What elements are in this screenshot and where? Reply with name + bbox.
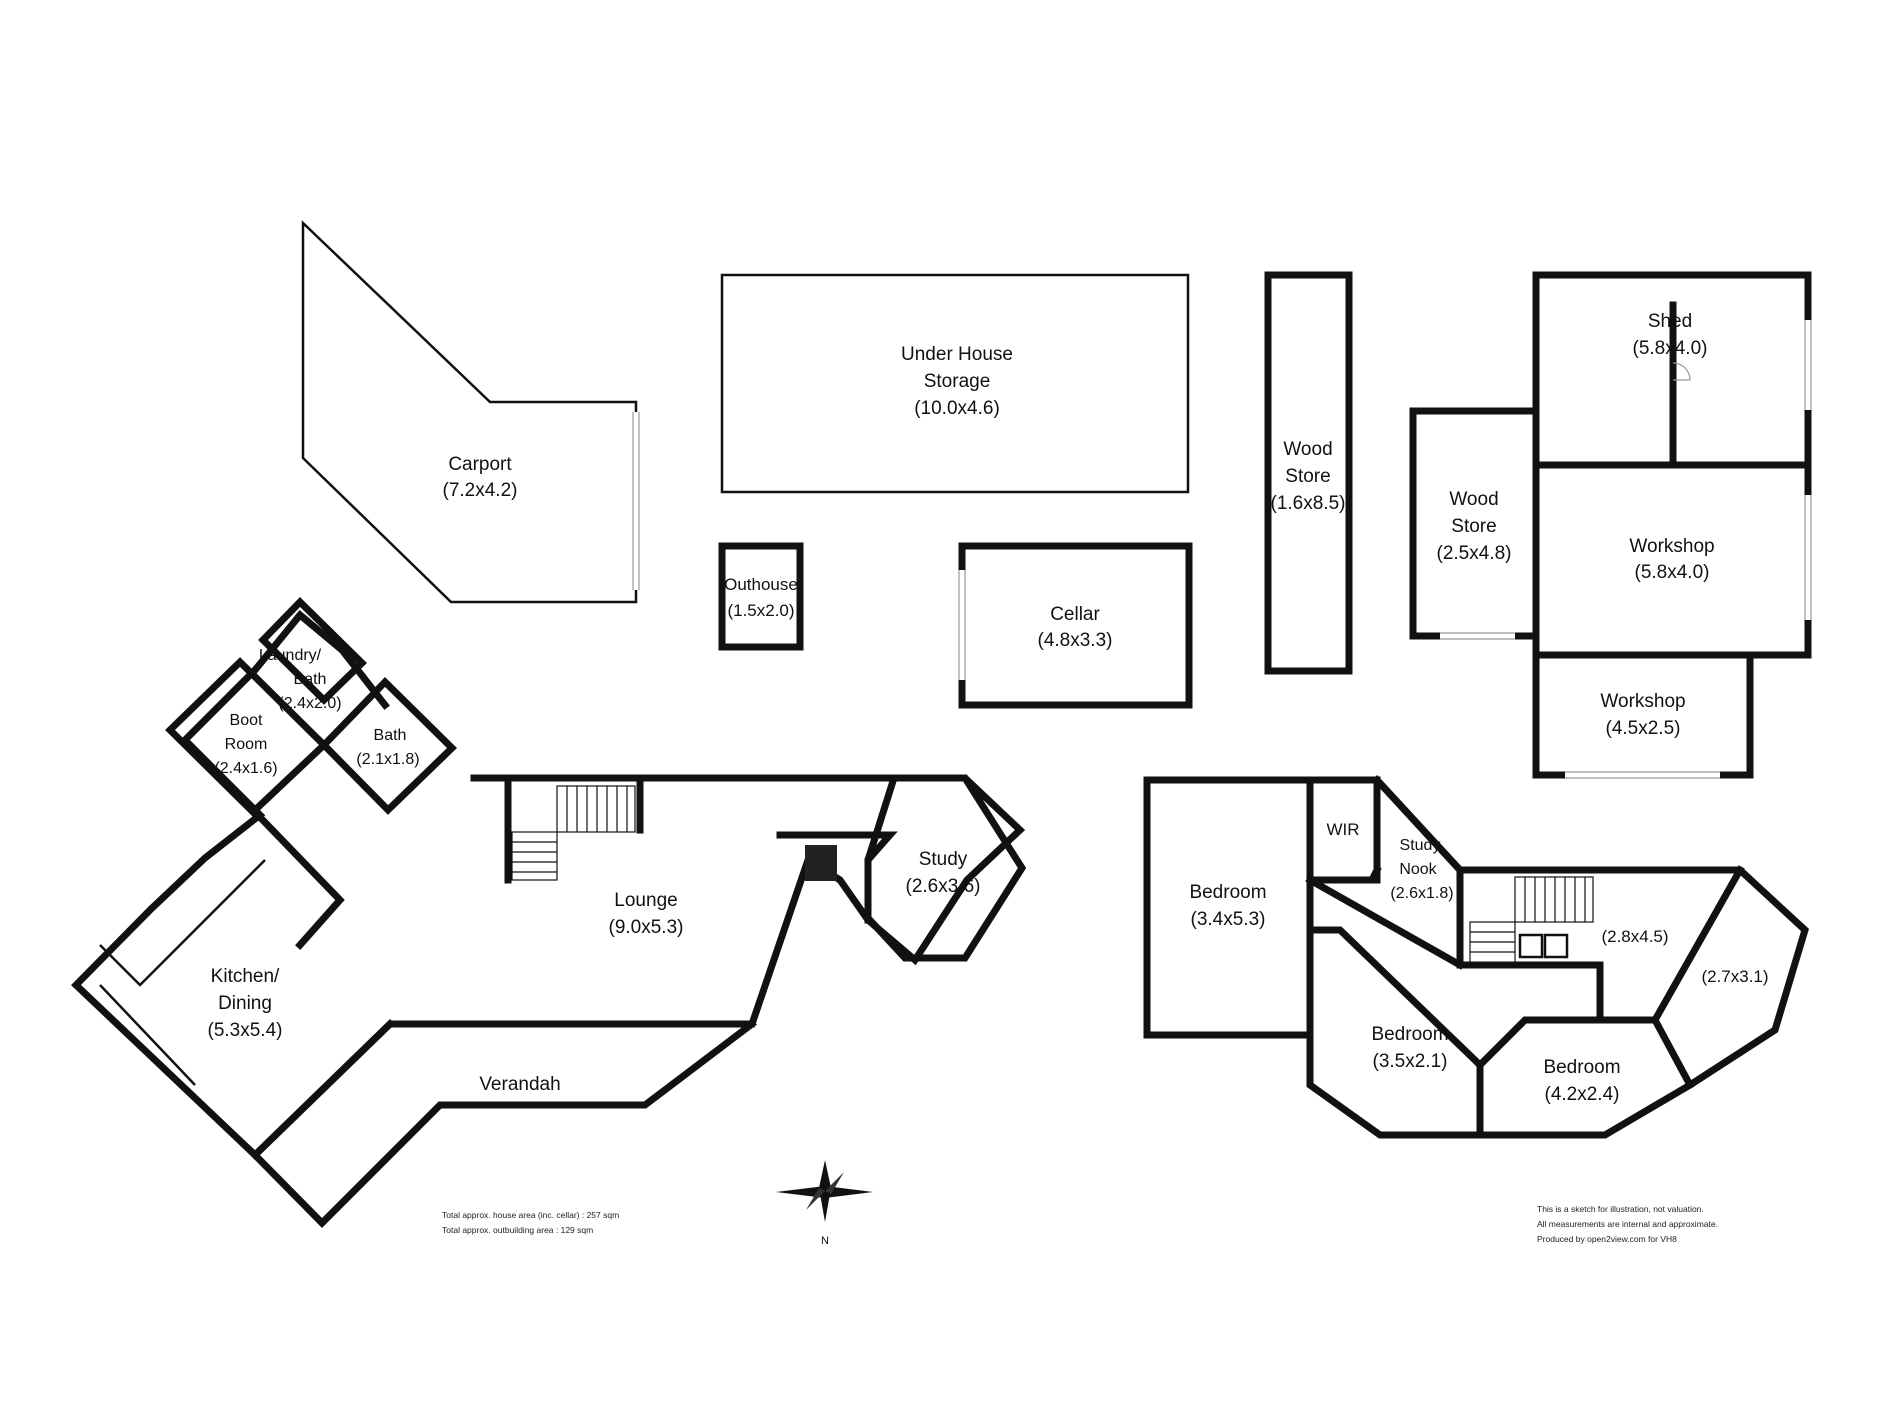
workshop-1-name: Workshop <box>1629 536 1714 557</box>
workshop-2-name: Workshop <box>1600 691 1685 712</box>
staircase-lounge <box>511 785 636 881</box>
kitchen-dining-dims: (5.3x5.4) <box>208 1020 283 1041</box>
under-house-storage-dims: (10.0x4.6) <box>914 398 1000 419</box>
lounge-name: Lounge <box>614 890 677 911</box>
outhouse-name: Outhouse <box>724 575 798 594</box>
disclaimer-line-2: All measurements are internal and approx… <box>1537 1219 1718 1229</box>
bedroom-2-name: Bedroom <box>1371 1024 1448 1045</box>
wir-name: WIR <box>1326 820 1359 839</box>
main-house: Lounge (9.0x5.3) Study (2.6x3.6) Kitchen… <box>71 597 1027 1228</box>
wood-store-name-1: Wood <box>1449 489 1498 510</box>
bedroom-1-name: Bedroom <box>1189 882 1266 903</box>
bath-name: Bath <box>374 727 407 744</box>
carport: Carport (7.2x4.2) <box>301 220 640 604</box>
under-house-storage-name-1: Under House <box>901 344 1013 365</box>
verandah-name: Verandah <box>479 1074 560 1095</box>
shed-workshop-complex: Shed (5.8x4.0) Workshop (5.8x4.0) Wood S… <box>1409 271 1812 779</box>
study-nook-name-1: Study <box>1400 837 1441 854</box>
outhouse-dims: (1.5x2.0) <box>727 601 794 620</box>
cellar-name: Cellar <box>1050 604 1100 625</box>
under-house-storage-name-2: Storage <box>924 371 991 392</box>
bath-dims: (2.1x1.8) <box>356 751 419 768</box>
workshop-1-dims: (5.8x4.0) <box>1635 562 1710 583</box>
bedroom-3-name: Bedroom <box>1543 1057 1620 1078</box>
workshop-2-dims: (4.5x2.5) <box>1606 718 1681 739</box>
wood-store-name-2: Store <box>1451 516 1496 537</box>
outhouse: Outhouse (1.5x2.0) <box>718 542 804 651</box>
staircase-upper <box>1469 876 1594 966</box>
study-nook-dims: (2.6x1.8) <box>1390 885 1453 902</box>
laundry-bath-name-1: Laundry/ <box>259 647 322 664</box>
bedroom-2-dims: (3.5x2.1) <box>1373 1051 1448 1072</box>
disclaimer-line-3: Produced by open2view.com for VH8 <box>1537 1234 1677 1244</box>
carport-name: Carport <box>448 454 512 475</box>
area-outbuilding-note: Total approx. outbuilding area : 129 sqm <box>442 1225 593 1235</box>
kitchen-dining-name-2: Dining <box>218 993 272 1014</box>
carport-dims: (7.2x4.2) <box>443 480 518 501</box>
laundry-bath-name-2: Bath <box>294 671 327 688</box>
room-28x45-dims: (2.8x4.5) <box>1601 927 1668 946</box>
disclaimer-line-1: This is a sketch for illustration, not v… <box>1537 1204 1704 1214</box>
shed-dims: (5.8x4.0) <box>1633 338 1708 359</box>
under-house-storage: Under House Storage (10.0x4.6) <box>720 273 1190 494</box>
study-nook-name-2: Nook <box>1399 861 1437 878</box>
laundry-bath-dims: (2.4x2.0) <box>278 695 341 712</box>
compass-icon: N <box>776 1160 873 1247</box>
kitchen-dining-name-1: Kitchen/ <box>211 966 280 987</box>
upper-floor: Bedroom (3.4x5.3) WIR Study Nook (2.6x1.… <box>1143 775 1809 1139</box>
cellar: Cellar (4.8x3.3) <box>958 542 1193 709</box>
bedroom-1-dims: (3.4x5.3) <box>1191 909 1266 930</box>
fireplace <box>805 845 837 881</box>
wood-store-long-name-1: Wood <box>1283 439 1332 460</box>
cellar-dims: (4.8x3.3) <box>1038 630 1113 651</box>
room-27x31-dims: (2.7x3.1) <box>1701 967 1768 986</box>
shed-name: Shed <box>1648 311 1692 332</box>
compass-north-label: N <box>821 1235 829 1247</box>
wood-store-long: Wood Store (1.6x8.5) <box>1264 271 1353 675</box>
lounge-dims: (9.0x5.3) <box>609 917 684 938</box>
bedroom-3-dims: (4.2x2.4) <box>1545 1084 1620 1105</box>
study-dims: (2.6x3.6) <box>906 876 981 897</box>
wood-store-long-name-2: Store <box>1285 466 1330 487</box>
boot-room-name-2: Room <box>225 736 268 753</box>
wood-store-dims: (2.5x4.8) <box>1437 543 1512 564</box>
boot-room-name-1: Boot <box>230 712 263 729</box>
study-name: Study <box>919 849 968 870</box>
boot-room-dims: (2.4x1.6) <box>214 760 277 777</box>
area-house-note: Total approx. house area (inc. cellar) :… <box>442 1210 619 1220</box>
wood-store-long-dims: (1.6x8.5) <box>1271 493 1346 514</box>
